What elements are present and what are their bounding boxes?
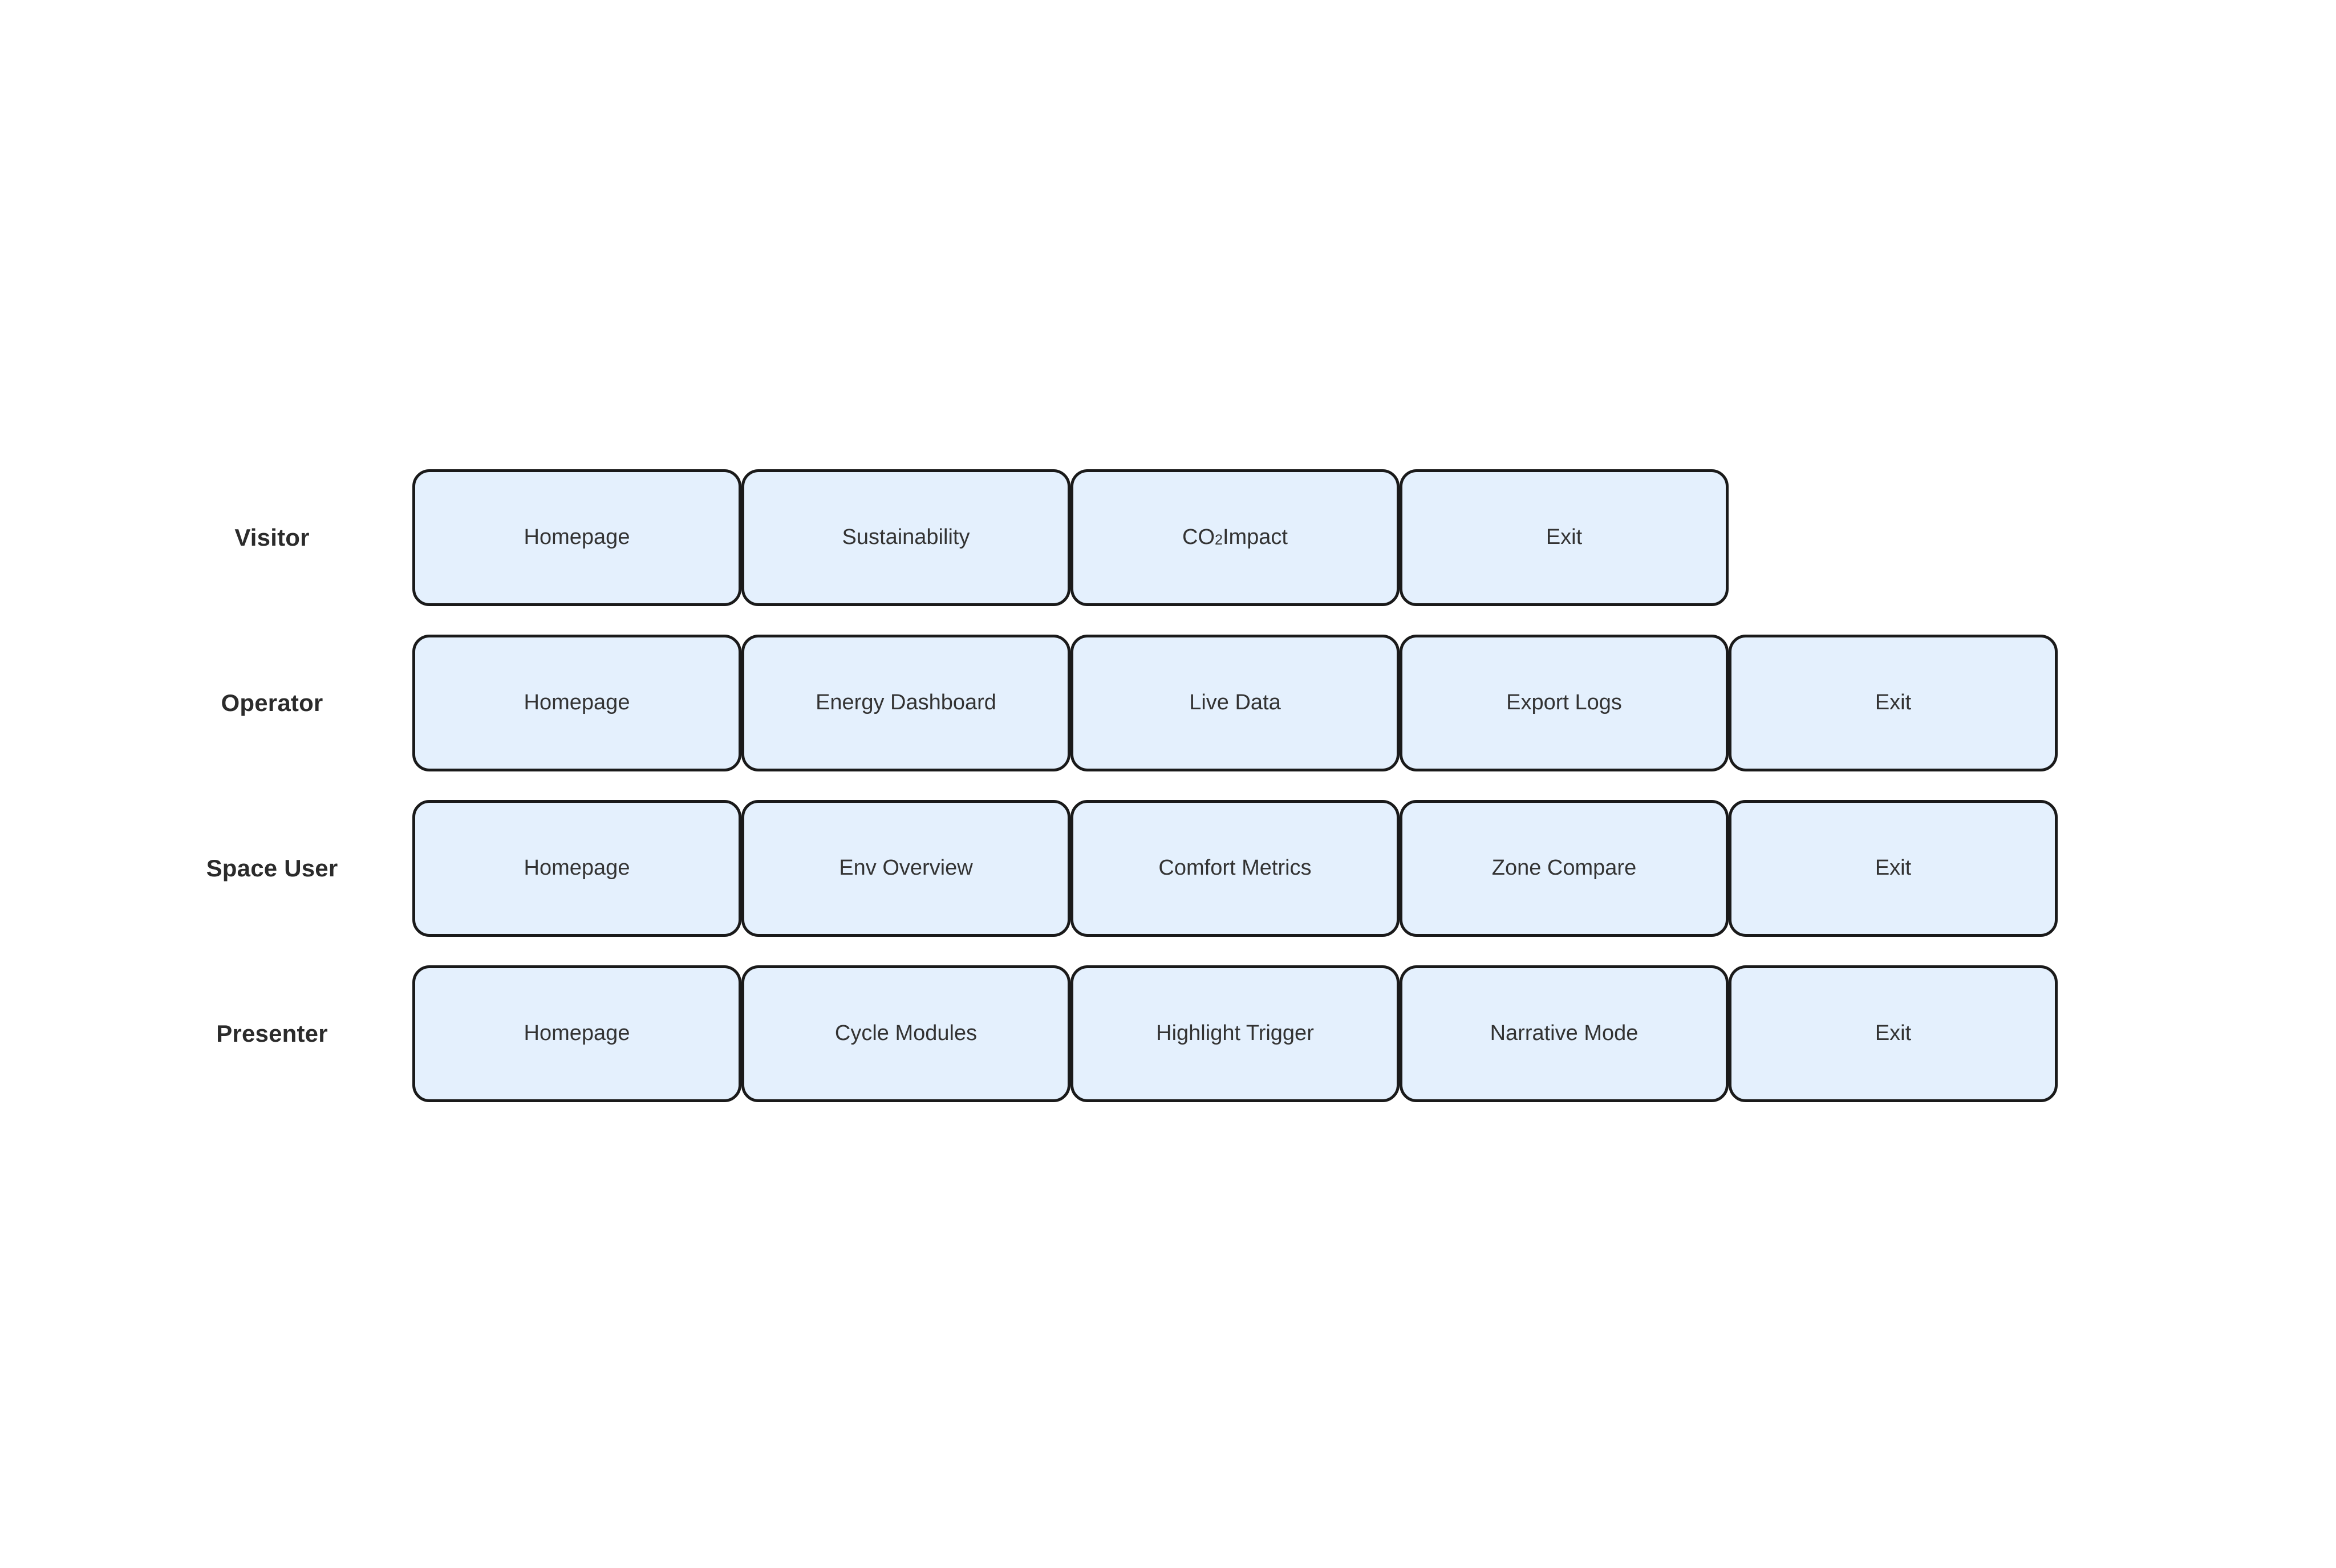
step-box-comfort-metrics[interactable]: Comfort Metrics [1070,800,1400,937]
step-label: Sustainability [842,525,970,550]
step-box-homepage[interactable]: Homepage [412,635,741,771]
step-label: Comfort Metrics [1158,856,1312,880]
step-label: Highlight Trigger [1156,1021,1314,1046]
flow-row: Space User Homepage Env Overview Comfort Me… [0,800,2336,937]
step-box-sustainability[interactable]: Sustainability [741,469,1070,606]
step-label: Live Data [1189,690,1281,715]
role-label-space-user: Space User [206,855,338,882]
step-box-homepage[interactable]: Homepage [412,469,741,606]
step-label: Exit [1875,690,1912,715]
role-label-operator: Operator [221,689,323,716]
step-sequence: Homepage Cycle Modules Highlight Trigger Na… [412,965,2058,1102]
step-box-zone-compare[interactable]: Zone Compare [1400,800,1729,937]
step-box-homepage[interactable]: Homepage [412,800,741,937]
flow-row: Presenter Homepage Cycle Modules Highlight … [0,965,2336,1102]
step-label: Homepage [524,1021,630,1046]
step-label: Cycle Modules [834,1021,978,1046]
step-label: Env Overview [839,856,973,880]
step-label: Narrative Mode [1490,1021,1639,1046]
step-box-cycle-modules[interactable]: Cycle Modules [741,965,1070,1102]
step-label-tail: Impact [1222,525,1288,550]
role-label-visitor: Visitor [234,524,310,551]
step-label: Exit [1875,1021,1912,1046]
step-box-exit[interactable]: Exit [1729,800,2058,937]
step-box-exit[interactable]: Exit [1400,469,1729,606]
step-box-env-overview[interactable]: Env Overview [741,800,1070,937]
step-label: Homepage [524,525,630,550]
step-sequence: Homepage Env Overview Comfort Metrics Zone … [412,800,2058,937]
step-label: Energy Dashboard [816,690,996,715]
step-label: Exit [1875,856,1912,880]
step-label: Homepage [524,690,630,715]
step-box-exit[interactable]: Exit [1729,635,2058,771]
step-box-export-logs[interactable]: Export Logs [1400,635,1729,771]
role-label-presenter: Presenter [216,1020,328,1047]
step-box-narrative-mode[interactable]: Narrative Mode [1400,965,1729,1102]
step-label: Zone Compare [1491,856,1637,880]
step-label-main: CO [1182,525,1215,550]
step-label: Homepage [524,856,630,880]
step-label-subscript: 2 [1215,532,1223,549]
step-box-homepage[interactable]: Homepage [412,965,741,1102]
step-label: Exit [1546,525,1583,550]
flow-row: Operator Homepage Energy Dashboard Live Dat… [0,635,2336,771]
step-sequence: Homepage Energy Dashboard Live Data Export … [412,635,2058,771]
step-box-exit[interactable]: Exit [1729,965,2058,1102]
step-label: Export Logs [1506,690,1622,715]
step-box-highlight-trigger[interactable]: Highlight Trigger [1070,965,1400,1102]
step-box-energy-dashboard[interactable]: Energy Dashboard [741,635,1070,771]
step-box-live-data[interactable]: Live Data [1070,635,1400,771]
